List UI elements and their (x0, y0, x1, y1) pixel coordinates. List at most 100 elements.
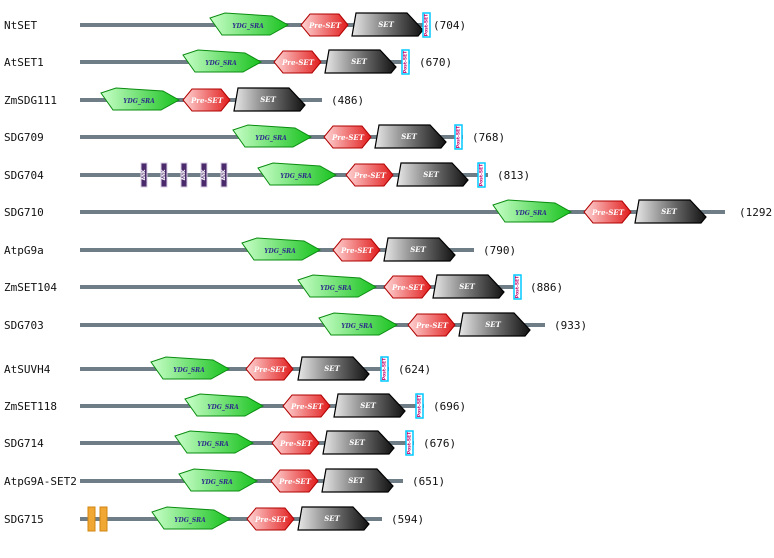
protein-length: (768) (472, 131, 505, 144)
ydg-domain: YDG_SRA (232, 124, 313, 148)
domain-label: Pre-SET (308, 21, 342, 30)
domain-label: SET (324, 364, 340, 373)
domain-label: YDG_SRA (123, 98, 155, 105)
domain-label: Pre-SET (278, 477, 312, 486)
domain-label: SET (401, 132, 417, 141)
domain-label: YDG_SRA (320, 285, 352, 292)
protein-length: (886) (530, 281, 563, 294)
ydg-domain: YDG_SRA (318, 312, 399, 336)
ank-domain: ANK (160, 162, 168, 188)
domain-label: ANK (161, 169, 167, 180)
domain-label: Pre-SET (190, 96, 224, 105)
set-domain: SET (321, 468, 394, 493)
domain-label: Pre-SET (415, 321, 449, 330)
set-domain: SET (324, 49, 397, 74)
domain-label: SET (661, 207, 677, 216)
protein-length: (676) (423, 437, 456, 450)
protein-name: AtSUVH4 (4, 363, 51, 376)
protein-length: (1292) (739, 206, 774, 219)
preset-domain: Pre-SET (383, 275, 432, 299)
domain-label: Pre-SET (340, 246, 374, 255)
protein-row: SDG714 YDG_SRA Pre-SET SET Post-SET (676) (4, 430, 456, 456)
ydg-domain: YDG_SRA (100, 87, 181, 111)
protein-name: SDG704 (4, 169, 44, 182)
ydg-domain: YDG_SRA (209, 12, 290, 36)
postset-domain: Post-SET (380, 356, 389, 382)
set-domain: SET (233, 87, 306, 112)
set-domain: SET (297, 506, 370, 531)
domain-label: SET (348, 476, 364, 485)
domain-label: YDG_SRA (173, 367, 205, 374)
ydg-domain: YDG_SRA (492, 199, 573, 223)
preset-domain: Pre-SET (271, 431, 320, 455)
domain-label: Pre-SET (281, 58, 315, 67)
domain-label: Post-SET (456, 125, 462, 148)
ydg-domain: YDG_SRA (151, 506, 232, 530)
domain-label: ANK (181, 169, 187, 180)
protein-name: NtSET (4, 19, 37, 32)
domain-label: Post-SET (515, 275, 521, 298)
domain-label: Post-SET (424, 13, 430, 36)
domain-label: ANK (201, 169, 207, 180)
protein-length: (933) (554, 319, 587, 332)
protein-length: (594) (391, 513, 424, 526)
postset-domain: Post-SET (477, 162, 486, 188)
domain-label: SET (351, 57, 367, 66)
postset-domain: Post-SET (401, 49, 410, 75)
preset-domain: Pre-SET (246, 507, 295, 531)
preset-domain: Pre-SET (332, 238, 381, 262)
domain-label: Post-SET (407, 431, 413, 454)
ydg-domain: YDG_SRA (184, 393, 265, 417)
domain-label: Pre-SET (591, 208, 625, 217)
protein-length: (696) (433, 400, 466, 413)
ydg-domain: YDG_SRA (241, 237, 322, 261)
ydg-domain: YDG_SRA (150, 356, 231, 380)
protein-name: SDG714 (4, 437, 44, 450)
set-domain: SET (297, 356, 370, 381)
protein-name: AtpG9a (4, 244, 44, 257)
ank-domain: ANK (180, 162, 188, 188)
domain-label: YDG_SRA (341, 323, 373, 330)
preset-domain: Pre-SET (300, 13, 349, 37)
domain-label: Pre-SET (391, 283, 425, 292)
domain-label: ANK (221, 169, 227, 180)
set-domain: SET (396, 162, 469, 187)
postset-domain: Post-SET (454, 124, 463, 150)
domain-label: SET (423, 170, 439, 179)
tm-domain (87, 506, 96, 532)
domain-label: SET (349, 438, 365, 447)
domain-label: SET (360, 401, 376, 410)
set-domain: SET (383, 237, 456, 262)
protein-length: (813) (497, 169, 530, 182)
domain-label: YDG_SRA (232, 23, 264, 30)
domain-label: YDG_SRA (174, 517, 206, 524)
protein-name: AtSET1 (4, 56, 44, 69)
domain-label: YDG_SRA (197, 441, 229, 448)
domain-label: Post-SET (403, 50, 409, 73)
domain-label: YDG_SRA (280, 173, 312, 180)
protein-name: ZmSET104 (4, 281, 57, 294)
postset-domain: Post-SET (422, 12, 431, 38)
domain-label: YDG_SRA (264, 248, 296, 255)
preset-domain: Pre-SET (282, 394, 331, 418)
preset-domain: Pre-SET (245, 357, 294, 381)
set-domain: SET (333, 393, 406, 418)
protein-length: (670) (419, 56, 452, 69)
preset-domain: Pre-SET (323, 125, 372, 149)
preset-domain: Pre-SET (270, 469, 319, 493)
preset-domain: Pre-SET (273, 50, 322, 74)
set-domain: SET (374, 124, 447, 149)
protein-name: SDG703 (4, 319, 44, 332)
postset-domain: Post-SET (513, 274, 522, 300)
domain-label: Post-SET (479, 163, 485, 186)
